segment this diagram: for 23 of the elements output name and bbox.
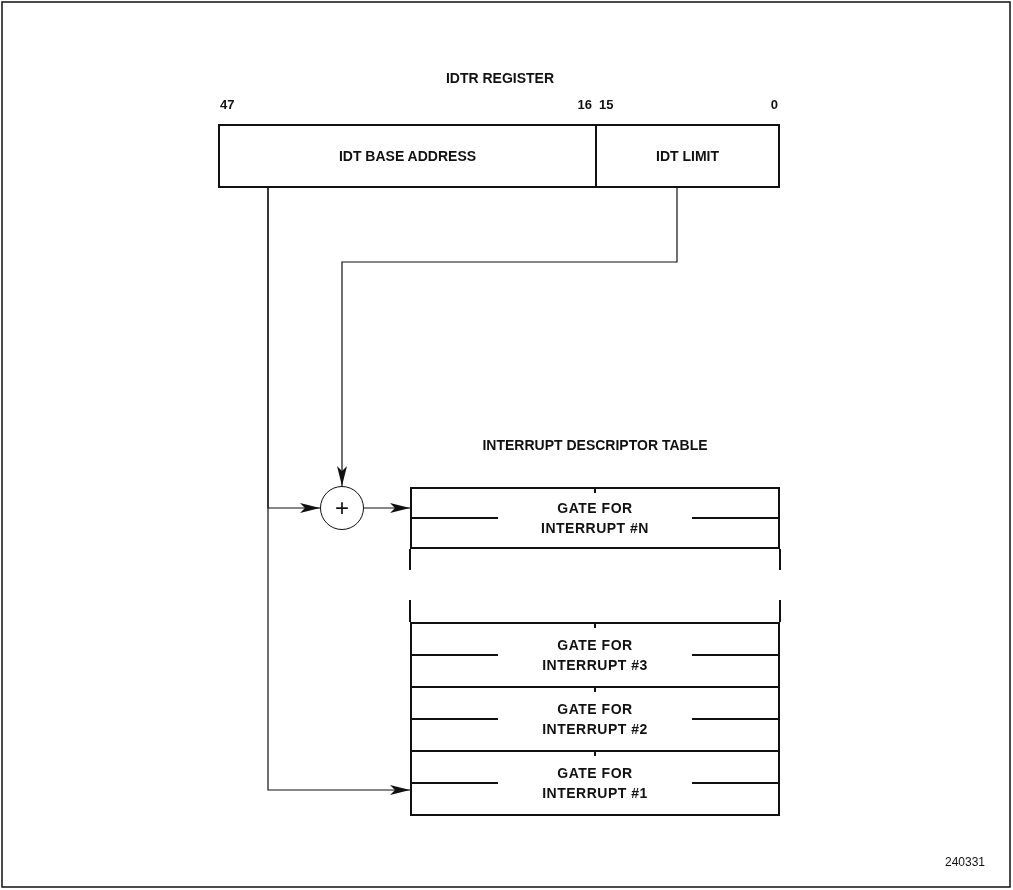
field-label: IDT BASE ADDRESS xyxy=(338,148,477,164)
figure-number: 240331 xyxy=(944,855,985,869)
register-field xyxy=(218,124,597,188)
field-label: GATE FOR INTERRUPT #N xyxy=(540,499,650,538)
field-label: GATE FOR INTERRUPT #3 xyxy=(541,636,649,675)
gate-descriptor-row xyxy=(410,750,780,816)
register-title: IDTR REGISTER xyxy=(445,70,555,86)
gate-descriptor-row xyxy=(410,686,780,752)
field-label: GATE FOR INTERRUPT #2 xyxy=(541,700,649,739)
register-field xyxy=(595,124,780,188)
bit-number: 15 xyxy=(599,97,614,112)
arrow xyxy=(363,503,411,513)
bit-number: 16 xyxy=(577,97,592,112)
gate-descriptor-row xyxy=(410,487,780,549)
arrow xyxy=(267,187,411,795)
bit-number: 47 xyxy=(220,97,235,112)
field-label: IDT LIMIT xyxy=(656,148,719,164)
table-title: INTERRUPT DESCRIPTOR TABLE xyxy=(482,437,708,453)
arrow xyxy=(337,187,678,487)
plus-sign: + xyxy=(335,494,349,522)
gate-descriptor-row xyxy=(410,622,780,688)
field-label: GATE FOR INTERRUPT #1 xyxy=(541,764,649,803)
bit-number: 0 xyxy=(770,97,778,112)
